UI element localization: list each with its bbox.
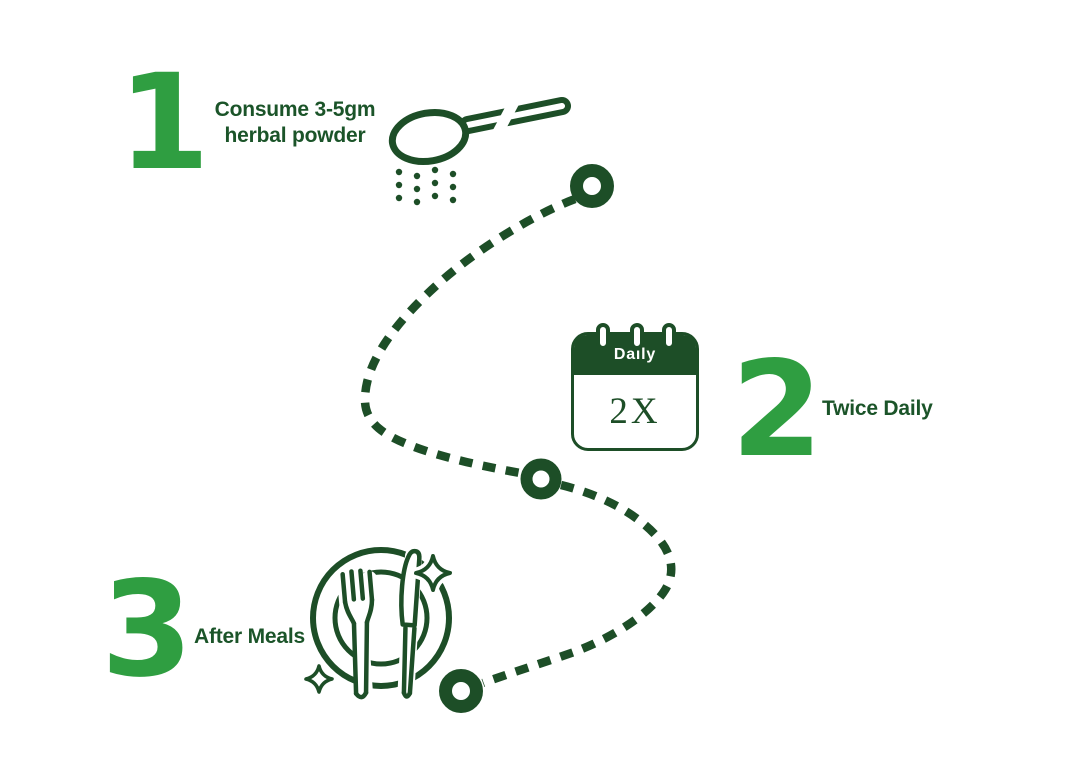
sparkle-small-icon — [301, 661, 337, 697]
dashed-path-step2-step3 — [481, 480, 676, 687]
calendar-ring-icon — [630, 323, 644, 350]
spoon-powder-icon — [388, 97, 571, 206]
fork-icon — [337, 568, 380, 700]
dashed-path-step1-step2 — [360, 195, 577, 478]
knife-icon — [397, 547, 422, 699]
step-1-label-line2: herbal powder — [224, 124, 366, 147]
step-1-label-line1: Consume 3-5gm — [214, 98, 376, 121]
step-2-label: Twice Daily — [822, 397, 933, 420]
step-1-label: Consume 3-5gm herbal powder — [198, 97, 392, 149]
step-3-label: After Meals — [194, 625, 306, 648]
step-1-number: 1 — [118, 46, 210, 200]
calendar-ring-icon — [662, 323, 676, 350]
plate-cutlery-icon — [301, 547, 456, 700]
step-2-number: 2 — [731, 333, 823, 487]
path-node-2 — [520, 458, 562, 500]
path-node-1 — [570, 164, 614, 208]
calendar-icon: Daily 2X — [571, 323, 699, 451]
powder-dots-icon — [395, 166, 457, 206]
sparkle-large-icon — [410, 550, 456, 596]
calendar-ring-icon — [596, 323, 610, 350]
step-3-number: 3 — [101, 553, 193, 707]
path-node-3 — [439, 669, 483, 713]
calendar-value: 2X — [609, 391, 661, 432]
